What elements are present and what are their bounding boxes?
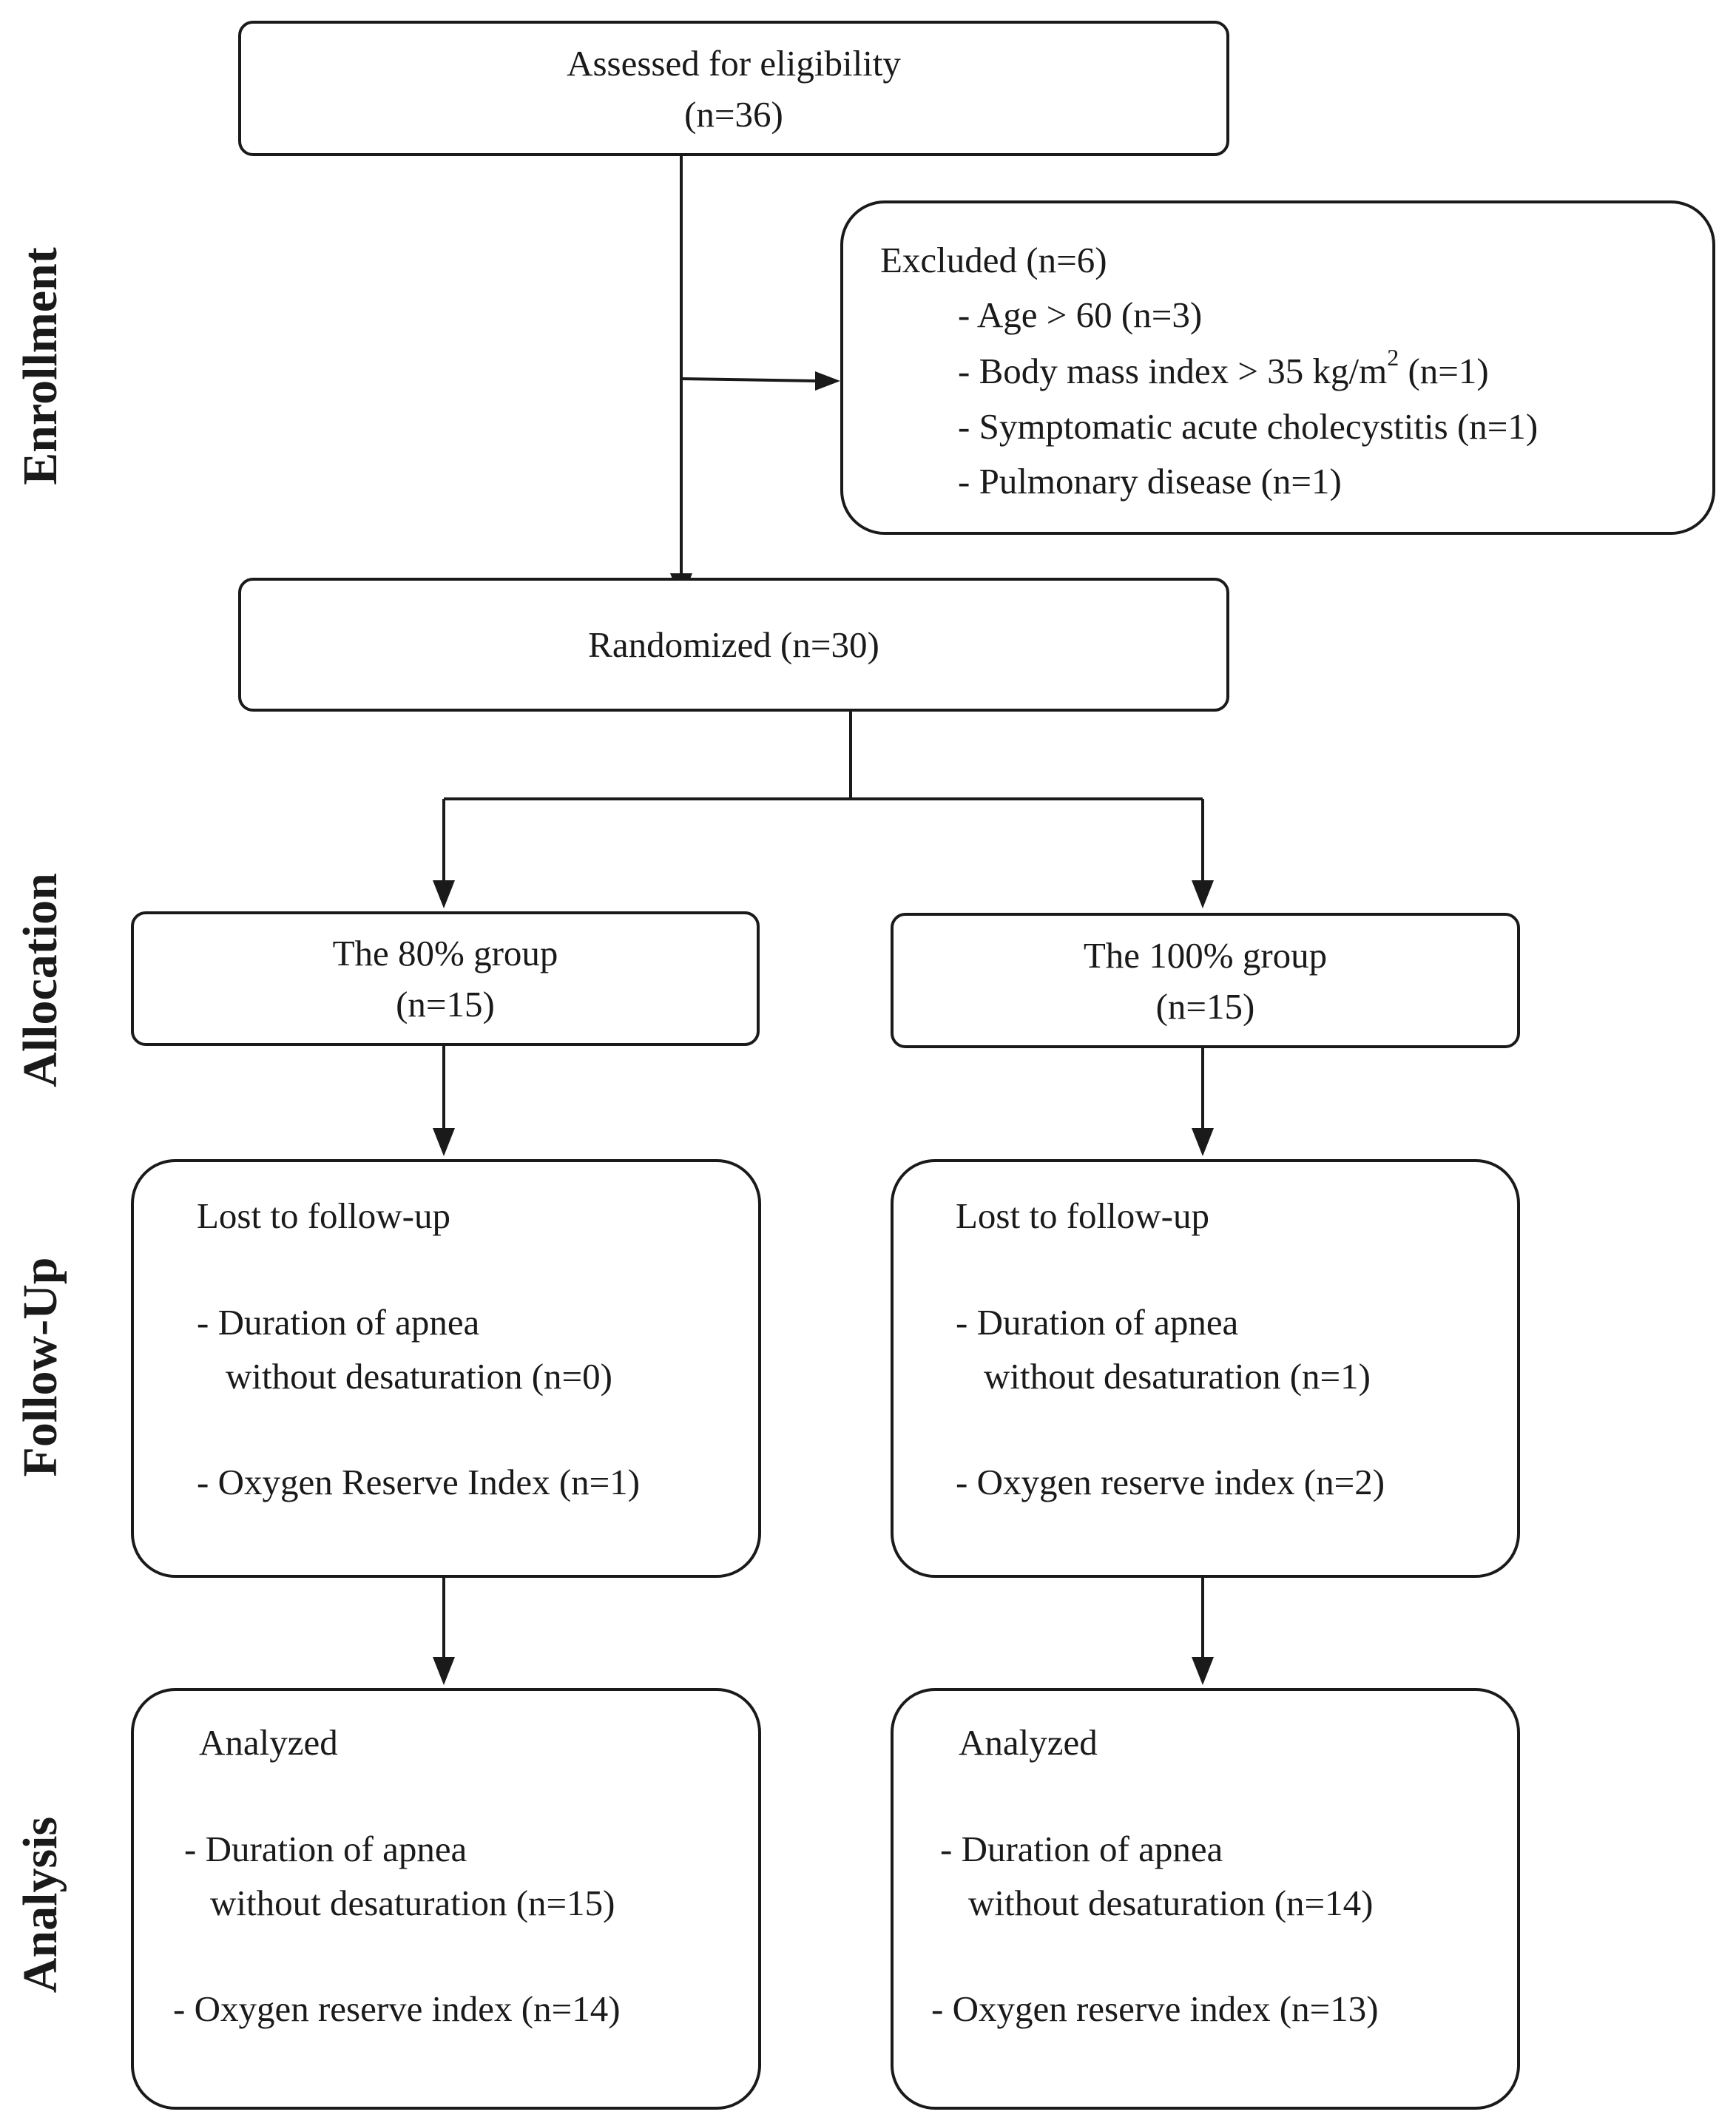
group-100-box: The 100% group (n=15) xyxy=(891,913,1520,1048)
stage-label-followup: Follow-Up xyxy=(13,1257,67,1477)
lost-100-ori: - Oxygen reserve index (n=2) xyxy=(956,1462,1385,1502)
stage-label-allocation: Allocation xyxy=(13,873,67,1087)
arrowhead-to-analyzed-100 xyxy=(1192,1657,1214,1685)
analyzed-100-title: Analyzed xyxy=(959,1722,1098,1763)
group-80-name: The 80% group xyxy=(332,933,558,973)
excluded-pulmonary: - Pulmonary disease (n=1) xyxy=(958,461,1342,502)
excluded-bmi: - Body mass index > 35 kg/m2 (n=1) xyxy=(958,345,1489,391)
lost-80-title: Lost to follow-up xyxy=(197,1195,450,1236)
assessed-label: Assessed for eligibility xyxy=(567,42,901,84)
analyzed-100-box: Analyzed - Duration of apnea without des… xyxy=(891,1688,1520,2110)
analyzed-100-ori: - Oxygen reserve index (n=13) xyxy=(931,1988,1379,2029)
excluded-title: Excluded (n=6) xyxy=(880,240,1107,280)
arrowhead-to-100-group xyxy=(1192,880,1214,908)
excluded-bmi-text: - Body mass index > 35 kg/m xyxy=(958,351,1388,391)
arrowhead-to-80-group xyxy=(433,880,455,908)
excluded-bmi-count: (n=1) xyxy=(1399,351,1489,391)
excluded-age: - Age > 60 (n=3) xyxy=(958,294,1203,335)
randomized-label: Randomized (n=30) xyxy=(588,624,879,665)
analyzed-80-title: Analyzed xyxy=(199,1722,338,1763)
arrowhead-to-lost-100 xyxy=(1192,1128,1214,1156)
lost-80-duration-line2: without desaturation (n=0) xyxy=(226,1356,612,1397)
excluded-box: Excluded (n=6) - Age > 60 (n=3) - Body m… xyxy=(840,200,1715,535)
arrowhead-to-lost-80 xyxy=(433,1128,455,1156)
analyzed-80-ori: - Oxygen reserve index (n=14) xyxy=(173,1988,621,2029)
lost-80-ori: - Oxygen Reserve Index (n=1) xyxy=(197,1462,641,1502)
stage-label-enrollment: Enrollment xyxy=(13,247,67,485)
lost-followup-80-box: Lost to follow-up - Duration of apnea wi… xyxy=(131,1159,761,1578)
excluded-bmi-superscript: 2 xyxy=(1387,344,1399,371)
group-100-count: (n=15) xyxy=(1155,985,1255,1027)
arrowhead-to-excluded xyxy=(815,371,840,391)
analyzed-100-duration-line1: - Duration of apnea xyxy=(940,1829,1223,1869)
stage-label-analysis: Analysis xyxy=(13,1816,67,1994)
assessed-box: Assessed for eligibility (n=36) xyxy=(238,21,1229,156)
group-80-box: The 80% group (n=15) xyxy=(131,911,760,1046)
lost-followup-100-box: Lost to follow-up - Duration of apnea wi… xyxy=(891,1159,1520,1578)
analyzed-100-duration-line2: without desaturation (n=14) xyxy=(968,1883,1374,1923)
excluded-cholecystitis: - Symptomatic acute cholecystitis (n=1) xyxy=(958,406,1539,447)
analyzed-80-duration-line2: without desaturation (n=15) xyxy=(210,1883,615,1923)
group-100-name: The 100% group xyxy=(1083,934,1328,976)
analyzed-80-duration-line1: - Duration of apnea xyxy=(184,1829,467,1869)
group-80-count: (n=15) xyxy=(396,984,495,1025)
lost-100-duration-line1: - Duration of apnea xyxy=(956,1302,1239,1343)
lost-100-duration-line2: without desaturation (n=1) xyxy=(984,1356,1371,1397)
arrowhead-to-analyzed-80 xyxy=(433,1657,455,1685)
analyzed-80-box: Analyzed - Duration of apnea without des… xyxy=(131,1688,761,2110)
assessed-count: (n=36) xyxy=(684,93,783,135)
lost-100-title: Lost to follow-up xyxy=(956,1195,1209,1236)
lost-80-duration-line1: - Duration of apnea xyxy=(197,1302,480,1343)
line-to-excluded xyxy=(680,377,819,382)
randomized-box: Randomized (n=30) xyxy=(238,578,1229,712)
